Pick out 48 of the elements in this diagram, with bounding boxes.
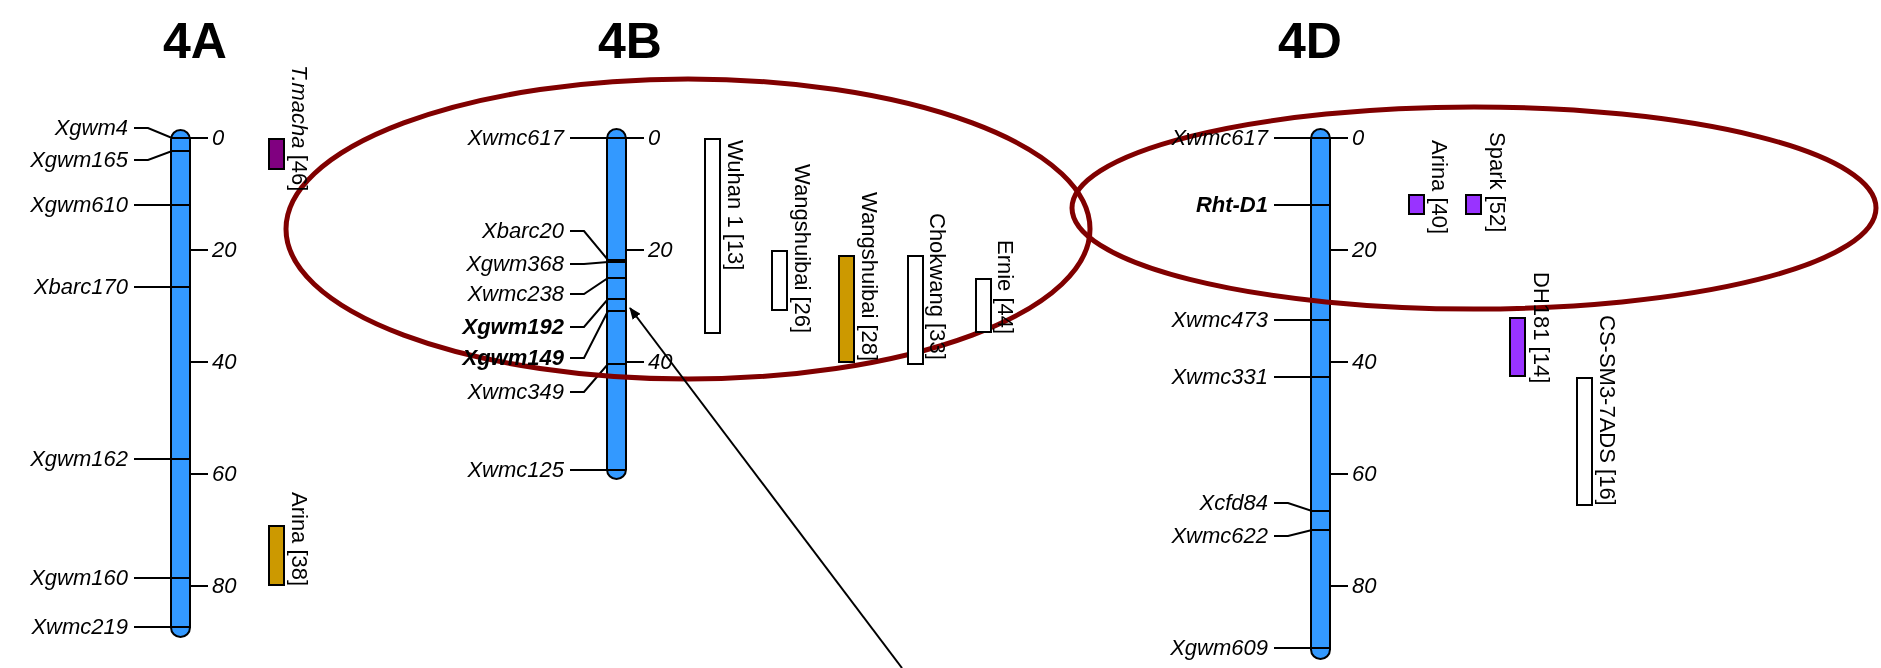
scale-number: 0 [1352, 126, 1365, 150]
marker-label: Xwmc349 [467, 380, 564, 404]
marker-label: Xgwm192 [462, 315, 564, 339]
scale-number: 0 [648, 126, 661, 150]
scale-number: 20 [1352, 238, 1377, 262]
qtl-label: Ernie [44] [994, 240, 1016, 335]
chromosome-heading: 4A [162, 14, 228, 68]
qtl-label: CS-SM3-7ADS [16] [1596, 315, 1618, 506]
arrow [629, 307, 903, 668]
marker-label: Xwmc125 [467, 458, 564, 482]
scale-number: 60 [1352, 462, 1377, 486]
marker-label: Xwmc331 [1171, 365, 1268, 389]
marker-label: Xgwm4 [54, 116, 128, 140]
qtl-label: Wangshuibai [28] [858, 192, 880, 362]
marker-label: Rht-D1 [1195, 193, 1268, 217]
qtl-label: Arina [38] [288, 492, 310, 587]
scale-number: 40 [1352, 350, 1377, 374]
scale-number: 60 [212, 462, 237, 486]
scale-number: 20 [648, 238, 673, 262]
qtl-label: Arina [40] [1428, 140, 1450, 235]
chromosome-heading: 4D [1277, 14, 1343, 68]
scale-number: 0 [212, 126, 225, 150]
marker-label: Xgwm165 [30, 148, 128, 172]
marker-label: Xcfd84 [1199, 491, 1268, 515]
marker-label: Xgwm160 [30, 566, 128, 590]
marker-label: Xwmc622 [1171, 524, 1268, 548]
qtl-label: Spark [52] [1486, 132, 1508, 233]
marker-label: Xgwm162 [30, 447, 128, 471]
qtl-label: Wangshuibai [26] [791, 164, 813, 334]
scale-number: 40 [648, 350, 673, 374]
qtl-label: T.macha [46] [288, 65, 310, 192]
scale-number: 20 [212, 238, 237, 262]
chromosome-heading: 4B [597, 14, 663, 68]
marker-label: Xbarc170 [33, 275, 128, 299]
scale-number: 80 [1352, 574, 1377, 598]
marker-label: Xwmc238 [467, 282, 564, 306]
marker-label: Xbarc20 [482, 219, 564, 243]
marker-label: Xwmc219 [31, 615, 128, 639]
marker-label: Xgwm368 [466, 252, 564, 276]
marker-label: Xgwm609 [1170, 636, 1268, 660]
marker-label: Xwmc617 [467, 126, 564, 150]
scale-number: 40 [212, 350, 237, 374]
qtl-label: DH181 [14] [1530, 272, 1552, 384]
scale-number: 80 [212, 574, 237, 598]
marker-label: Xwmc473 [1171, 308, 1268, 332]
marker-label: Xgwm610 [30, 193, 128, 217]
qtl-label: Wuhan 1 [13] [724, 140, 746, 271]
qtl-label: Chokwang [33] [926, 213, 948, 360]
